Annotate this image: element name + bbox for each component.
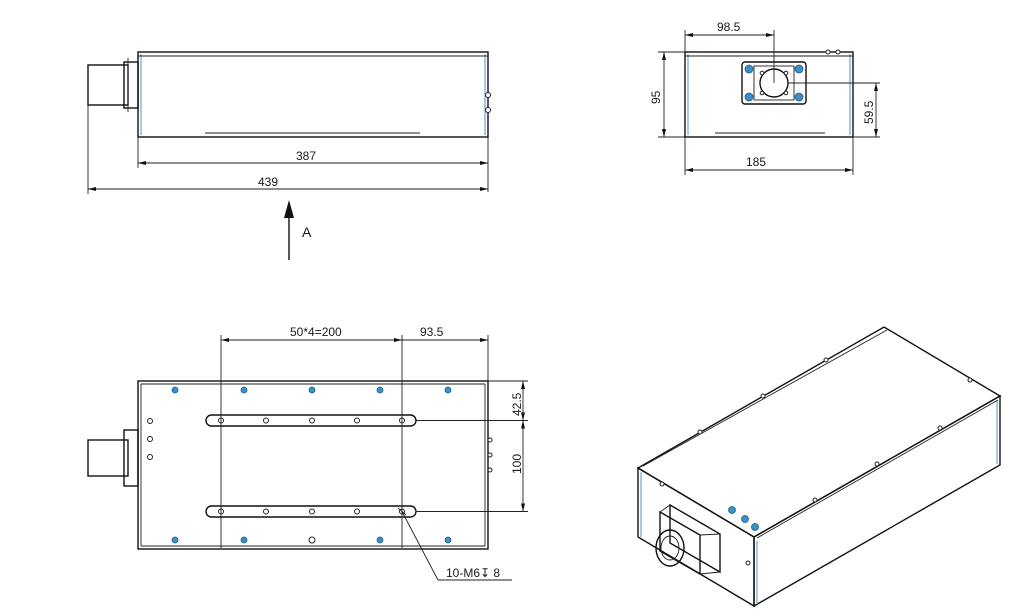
dim-slot-pitch: 50*4=200 [290, 325, 342, 339]
bottom-connector-boss [123, 429, 139, 487]
dim-width: 185 [746, 155, 766, 169]
dim-slot-end: 93.5 [420, 325, 444, 339]
bottom-connector-flange [87, 439, 129, 477]
dim-total-length: 439 [258, 175, 278, 189]
bottom-body-outline [137, 380, 489, 550]
end-body-outline [684, 51, 854, 138]
dim-top-offset: 42.5 [510, 392, 524, 416]
iso-connector-bore [655, 529, 685, 567]
iso-top-face [636, 326, 1002, 538]
side-connector-boss [123, 61, 139, 109]
bottom-view: 50*4=200 93.5 42.5 100 10-M6↧ 8 [87, 325, 528, 581]
end-view: 98.5 95 59.5 185 [649, 20, 880, 175]
dim-slot-spacing: 100 [510, 454, 524, 474]
dim-connector-height: 59.5 [862, 100, 876, 124]
dim-height: 95 [649, 90, 663, 104]
view-arrow-label: A [302, 224, 312, 240]
side-connector-flange [87, 64, 129, 106]
iso-front-face [637, 466, 755, 608]
view-arrow-icon [284, 200, 294, 218]
dim-connector-offset: 98.5 [717, 20, 741, 34]
side-body-outline [137, 51, 489, 138]
iso-right-face [753, 394, 1001, 608]
iso-connector-flange [669, 503, 721, 574]
hole-callout: 10-M6↧ 8 [446, 566, 500, 580]
dim-body-length: 387 [296, 149, 316, 163]
side-view: 387 439 A [87, 51, 491, 260]
isometric-view [636, 326, 1002, 608]
